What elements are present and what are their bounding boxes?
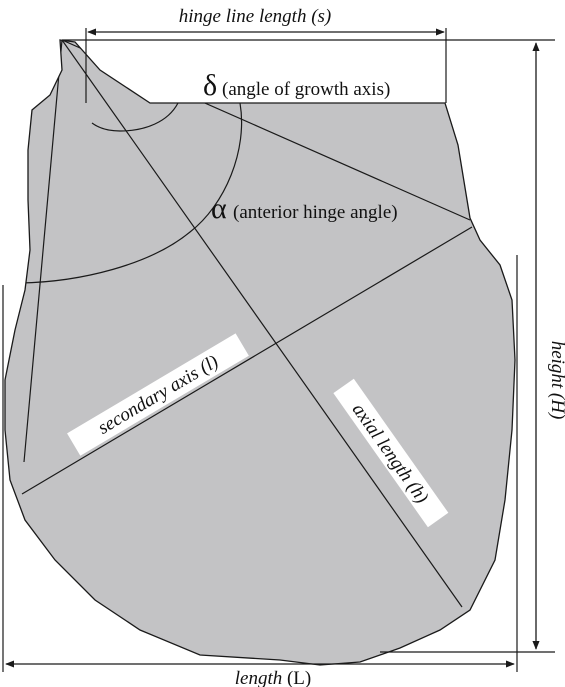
length-label: length (L)	[235, 668, 312, 687]
axial-length-line	[61, 40, 463, 608]
length-label-word: length	[235, 668, 283, 687]
shell-spine-line	[23, 40, 63, 463]
hinge-line-length-label: hinge line length (s)	[179, 6, 332, 27]
delta-label: (angle of growth axis)	[222, 79, 390, 100]
hinge-label-background	[140, 2, 370, 28]
length-label-symbol: (L)	[282, 668, 311, 687]
height-label: height (H)	[547, 341, 565, 420]
alpha-symbol: α	[211, 192, 227, 225]
secondary-axis-line	[21, 226, 473, 495]
length-label-background	[218, 666, 328, 687]
delta-symbol: δ	[203, 69, 217, 102]
secondary-axis-label-background	[67, 333, 249, 456]
alpha-angle-arc	[19, 102, 243, 284]
delta-angle-arc	[91, 102, 179, 132]
alpha-label: (anterior hinge angle)	[233, 202, 398, 223]
axial-length-label-background	[333, 378, 449, 528]
